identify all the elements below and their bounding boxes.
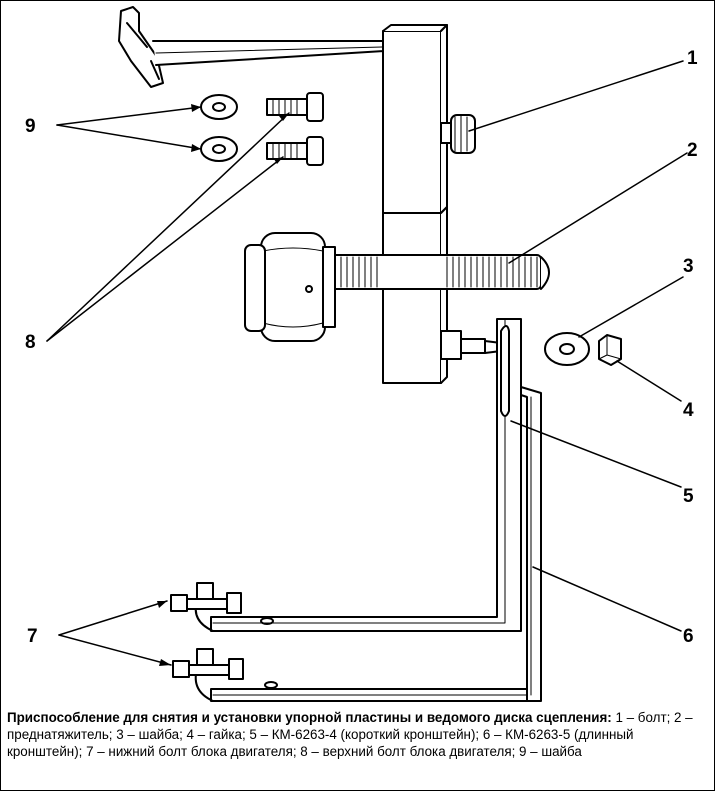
nut-4 — [598, 334, 622, 366]
short-bracket-5 — [170, 318, 522, 632]
callout-6: 6 — [683, 626, 694, 647]
callout-8: 8 — [25, 332, 36, 353]
arrowheads — [157, 104, 289, 666]
caption-title: Приспособление для снятия и установки уп… — [7, 710, 612, 725]
bolt-1 — [440, 114, 476, 154]
long-bracket-6 — [172, 386, 542, 702]
callout-2: 2 — [687, 140, 698, 161]
bolts-8 — [266, 92, 324, 166]
clutch-tool-drawing — [46, 6, 688, 702]
top-arm — [118, 6, 394, 88]
pin — [440, 330, 502, 360]
callout-5: 5 — [683, 486, 694, 507]
caption-legend: 1 – болт; 2 – преднатяжитель; 3 – шайба;… — [7, 710, 693, 759]
washer-3 — [544, 332, 590, 366]
callout-1: 1 — [687, 48, 698, 69]
callout-9: 9 — [25, 116, 36, 137]
leader-lines — [46, 60, 688, 666]
tensioner-2 — [244, 232, 550, 342]
callout-3: 3 — [683, 256, 694, 277]
main-column — [382, 24, 448, 384]
callout-7: 7 — [27, 626, 38, 647]
figure-caption: Приспособление для снятия и установки уп… — [7, 709, 707, 760]
callout-4: 4 — [683, 400, 694, 421]
washers-9 — [200, 94, 238, 162]
